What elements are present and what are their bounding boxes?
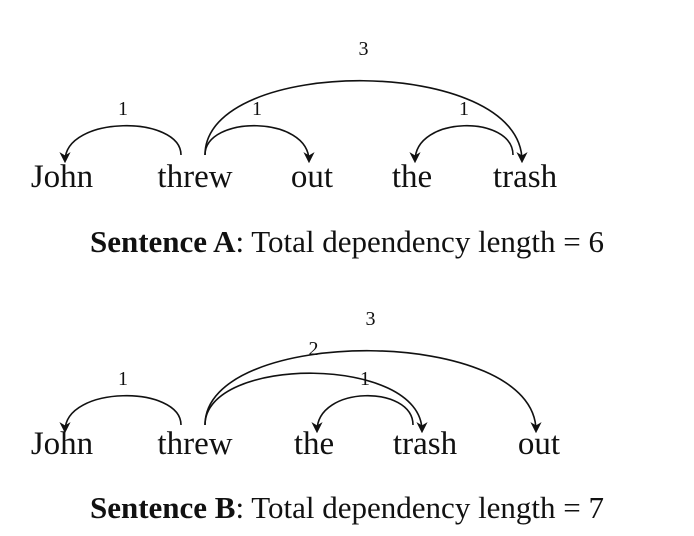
arc-length-label: 3 (359, 38, 369, 60)
arc-length-label: 1 (118, 98, 128, 120)
dependency-arc (409, 124, 514, 164)
arc-length-label: 1 (118, 368, 128, 390)
word-John: John (31, 426, 93, 462)
word-John: John (31, 159, 93, 195)
arc-length-label: 3 (366, 308, 376, 330)
word-threw: threw (157, 159, 232, 195)
word-trash: trash (393, 426, 458, 462)
dependency-arc (59, 124, 182, 164)
dependency-arc (204, 79, 528, 164)
word-the: the (294, 426, 334, 462)
dependency-arc (204, 349, 542, 434)
caption-title: Sentence B (90, 490, 236, 525)
dependency-arc (204, 372, 428, 434)
dependency-arc (59, 394, 182, 434)
caption-text: : Total dependency length = 6 (235, 224, 604, 259)
word-the: the (392, 159, 432, 195)
sentence-caption: Sentence A: Total dependency length = 6 (90, 224, 604, 259)
arc-length-label: 2 (309, 338, 319, 360)
word-out: out (291, 159, 333, 195)
arc-length-label: 1 (459, 98, 469, 120)
dependency-arc (311, 394, 414, 434)
caption-text: : Total dependency length = 7 (235, 490, 604, 525)
word-trash: trash (493, 159, 558, 195)
arc-length-label: 1 (252, 98, 262, 120)
word-threw: threw (157, 426, 232, 462)
dependency-arc (204, 124, 315, 164)
caption-title: Sentence A (90, 224, 236, 259)
sentence-caption: Sentence B: Total dependency length = 7 (90, 490, 604, 525)
word-out: out (518, 426, 560, 462)
